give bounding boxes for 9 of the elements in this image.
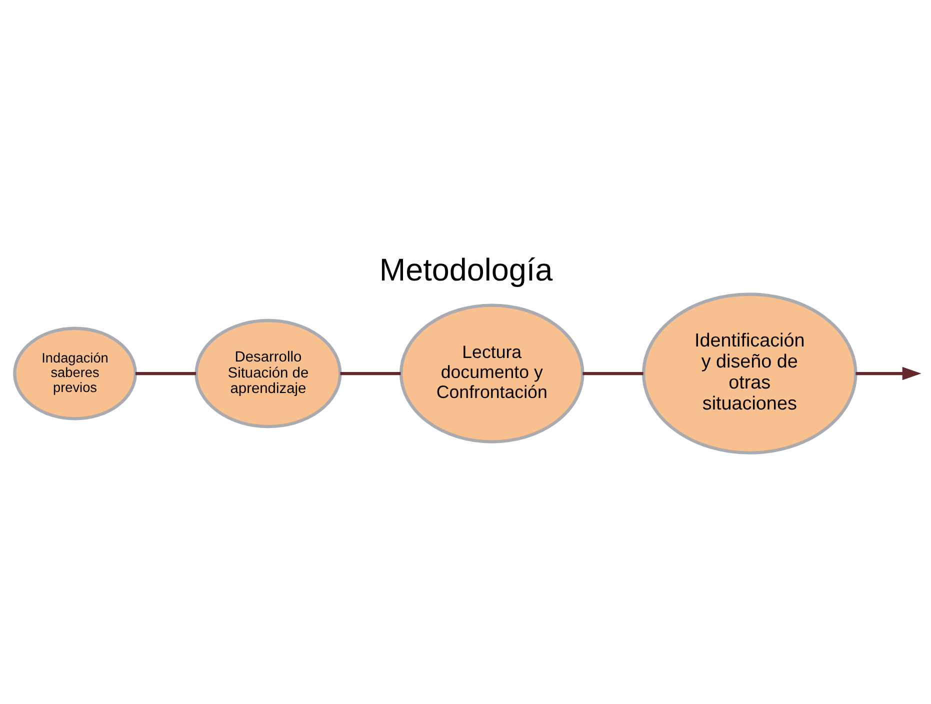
connector — [135, 372, 196, 376]
connector — [340, 372, 400, 376]
arrow — [855, 366, 921, 380]
node-ellipse: Identificación y diseño de otras situaciones — [642, 292, 857, 454]
connector — [582, 372, 643, 376]
node-ellipse: Desarrollo Situación de aprendizaje — [194, 318, 342, 428]
node-ellipse: Lectura documento y Confrontación — [398, 304, 584, 444]
diagram-title: Metodología — [378, 252, 552, 288]
node-ellipse: Indagación saberes previos — [12, 326, 136, 420]
